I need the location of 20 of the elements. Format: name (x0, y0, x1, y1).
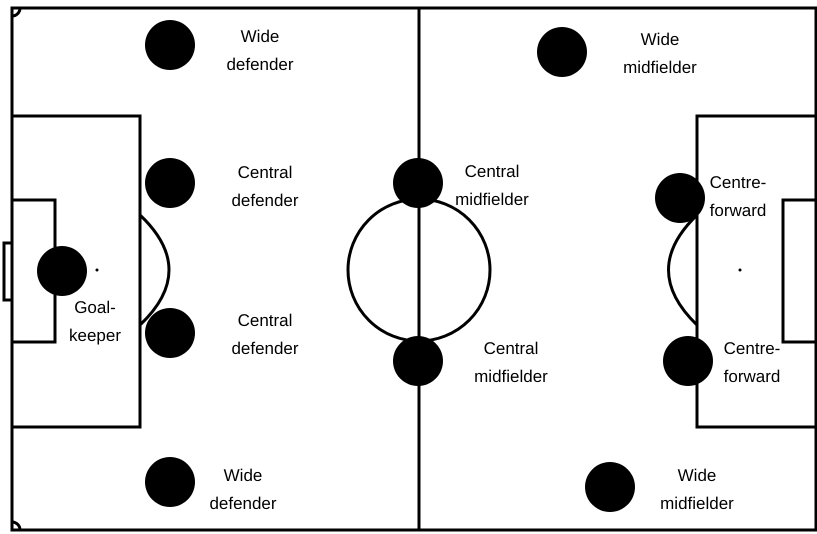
player-marker (145, 457, 195, 507)
player-marker (393, 158, 443, 208)
position-label: Centre-forward (722, 338, 782, 388)
player-marker (655, 173, 705, 223)
position-label: Central defender (230, 162, 300, 212)
position-label: Central midfielder (454, 161, 530, 211)
position-label: Central midfielder (473, 338, 549, 388)
position-label: Wide defender (225, 26, 295, 76)
position-label: Wide midfielder (622, 29, 698, 79)
player-marker (145, 158, 195, 208)
player-marker (585, 462, 635, 512)
position-label: Wide midfielder (659, 465, 735, 515)
player-marker (537, 27, 587, 77)
position-label: Central defender (230, 310, 300, 360)
player-marker (393, 336, 443, 386)
position-label: Centre-forward (708, 172, 768, 222)
position-label: Goal-keeper (68, 297, 122, 347)
player-marker (145, 308, 195, 358)
player-marker (145, 20, 195, 70)
position-label: Wide defender (208, 465, 278, 515)
